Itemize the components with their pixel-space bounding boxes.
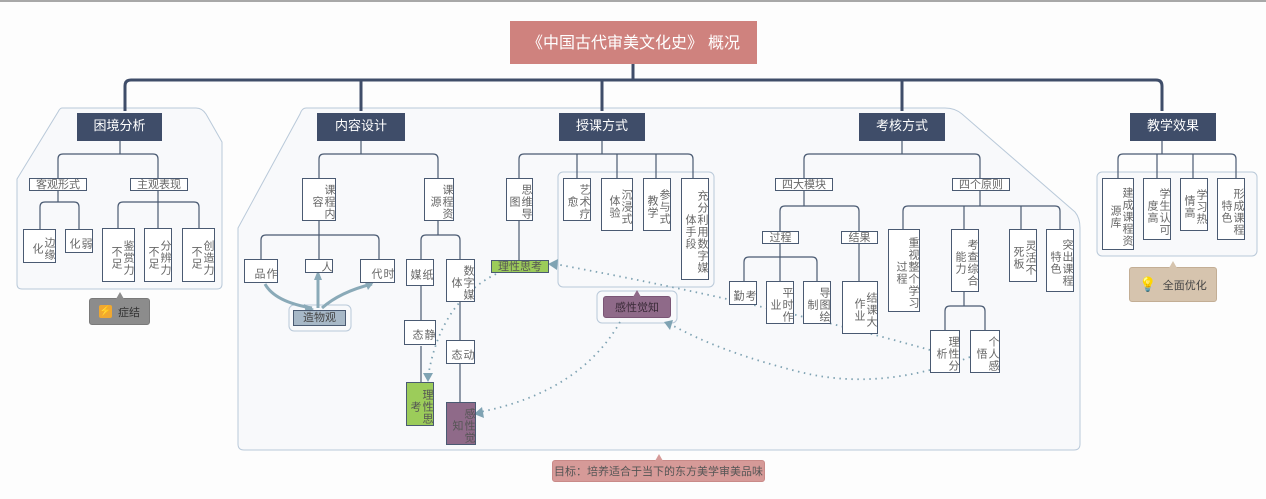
node-appreciation-lacking[interactable]: 鉴赏力不足 [102,228,135,282]
node-paper-media[interactable]: 纸媒 [406,259,434,286]
callout-overall-optimization[interactable]: 💡 全面优化 [1129,261,1217,302]
node-final-project[interactable]: 结课大作业 [842,281,878,334]
lightning-icon: ⚡ [99,305,112,318]
node-immersive[interactable]: 沉浸式体验 [601,178,633,231]
node-works[interactable]: 作品 [244,259,278,283]
dotted-personal-to-perceptual [669,323,971,381]
node-art-healing[interactable]: 艺术疗愈 [563,178,591,221]
node-course-characteristic[interactable]: 形成课程特色 [1217,178,1245,240]
node-process[interactable]: 过程 [762,231,799,244]
dotted-mindmap-to-static [427,273,497,378]
node-resource-library[interactable]: 建成课程资源库 [1102,178,1134,250]
node-digital-media[interactable]: 数字媒体 [446,259,475,302]
node-result[interactable]: 结果 [841,231,878,244]
node-weakened[interactable]: 弱化 [65,229,93,253]
node-comprehensive-ability[interactable]: 考查综合能力 [951,229,979,292]
node-era[interactable]: 时代 [360,259,395,283]
node-dynamic[interactable]: 动态 [446,340,475,364]
node-high-enthusiasm[interactable]: 学习热情高 [1180,178,1208,231]
arrow-worldview-era [321,282,373,310]
node-homework[interactable]: 平时作业 [766,281,794,324]
dotted-perceptual-to-dynamic [479,321,621,413]
node-subjective-expression[interactable]: 主观表现 [130,178,188,191]
callout-crux-label: 症结 [118,305,140,319]
node-course-feature[interactable]: 突出课程特色 [1046,229,1074,292]
branch-teaching[interactable]: 授课方式 [559,113,645,141]
branch-effect[interactable]: 教学效果 [1130,113,1216,141]
node-personal-insight[interactable]: 个人感悟 [970,330,1000,373]
node-flexible[interactable]: 灵活不死板 [1009,229,1037,282]
node-rational-thinking[interactable]: 理性思考 [406,382,434,426]
callout-perceptual[interactable]: 感性觉知 [603,290,671,318]
node-creativity-lacking[interactable]: 创造力不足 [182,228,215,282]
node-participatory[interactable]: 参与式教学 [643,178,671,231]
callout-crux[interactable]: ⚡ 症结 [89,292,150,325]
callout-optimization-label: 全面优化 [1162,278,1207,292]
node-worldview[interactable]: 造物观 [293,310,346,326]
node-perceptual-awareness[interactable]: 感性觉知 [446,402,476,445]
node-static[interactable]: 静态 [404,320,436,345]
node-marginalized[interactable]: 边缘化 [23,229,56,263]
lightbulb-icon: 💡 [1139,276,1157,293]
node-rational-analysis[interactable]: 理性分析 [930,330,960,373]
node-course-resources[interactable]: 课程资源 [424,178,454,221]
node-mind-map[interactable]: 思维导图 [506,178,533,221]
node-digital-means[interactable]: 充分利用数字媒体手段 [681,178,709,280]
node-map-drawing[interactable]: 导图绘制 [803,281,831,324]
node-objective-form[interactable]: 客观形式 [29,178,87,191]
callout-goal[interactable]: 目标：培养适合于当下的东方美学审美品味 [552,454,765,482]
node-discernment-lacking[interactable]: 分辨力不足 [144,228,172,282]
methods-group-bg [557,171,715,288]
arrow-works-worldview [263,283,313,310]
node-attendance[interactable]: 考勤 [729,281,757,305]
callout-perceptual-label: 感性觉知 [615,301,659,314]
branch-content[interactable]: 内容设计 [317,113,405,141]
branch-predicament[interactable]: 困境分析 [77,113,162,141]
node-four-principles[interactable]: 四个原则 [952,178,1010,191]
branch-assessment[interactable]: 考核方式 [859,113,945,141]
node-course-content[interactable]: 课程内容 [302,178,336,221]
root-bus [123,78,1164,111]
root-title-node[interactable]: 《中国古代审美文化史》 概况 [510,21,757,64]
node-four-modules[interactable]: 四大模块 [775,178,833,191]
node-whole-process[interactable]: 重视整个学习过程 [888,229,920,312]
node-mindmap-rational[interactable]: 理性思考 [491,260,549,273]
node-high-recognition[interactable]: 学生认可度高 [1143,178,1171,240]
node-person[interactable]: 人 [305,259,333,273]
goal-text: 目标：培养适合于当下的东方美学审美品味 [554,465,763,478]
